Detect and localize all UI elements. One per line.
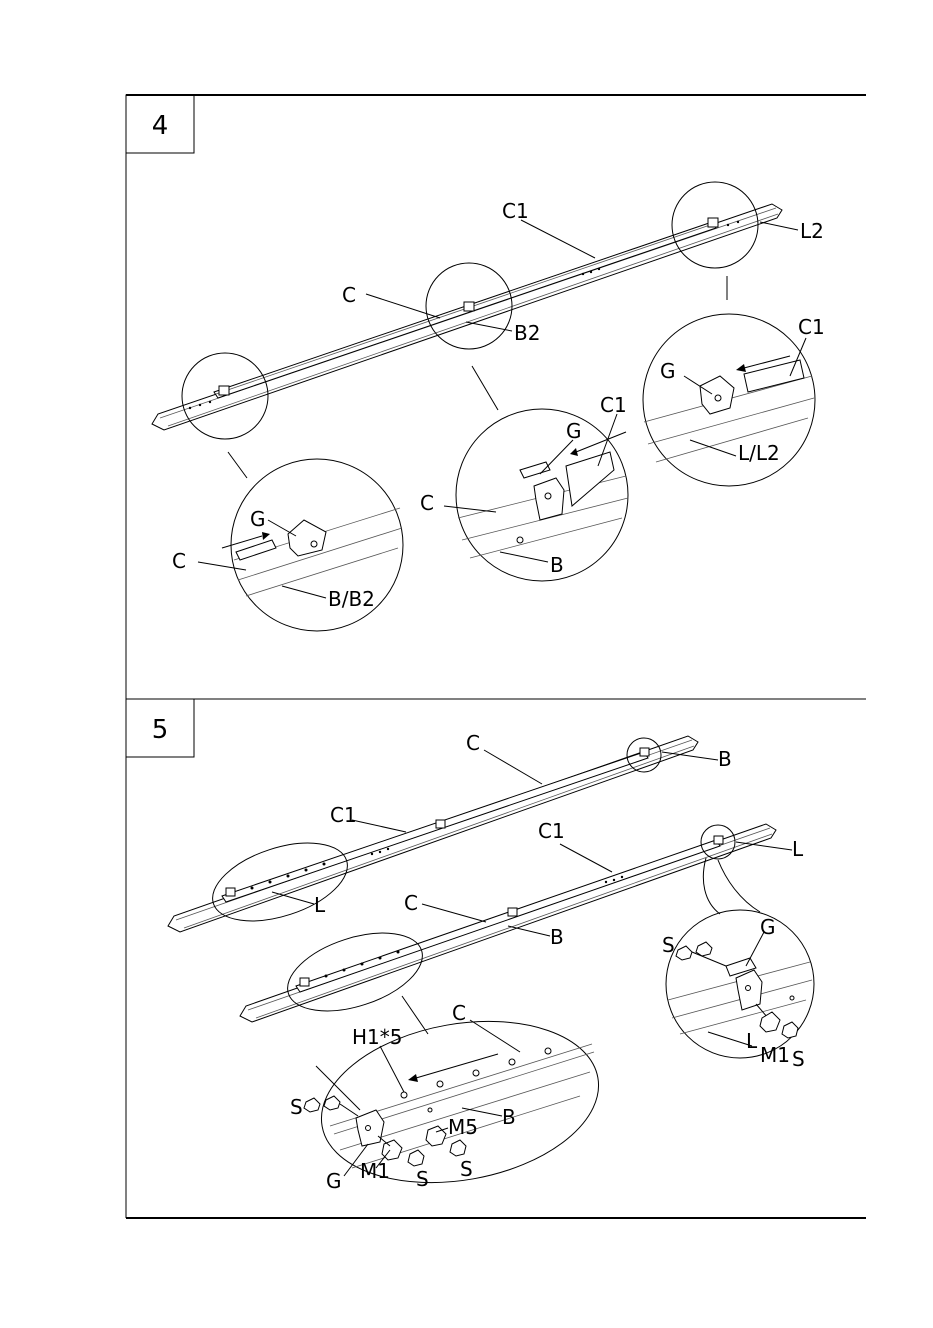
step-5-number: 5 <box>152 715 169 745</box>
label-c-left: C <box>172 549 186 573</box>
label-b-lower: B <box>550 925 564 949</box>
label-s-detail-b: S <box>460 1157 473 1181</box>
step-5-panel: 5 <box>126 699 814 1203</box>
step-4-number: 4 <box>152 111 169 141</box>
label-s-right-a: S <box>662 933 675 957</box>
label-c-detail: C <box>452 1001 466 1025</box>
label-l-right: L <box>792 837 804 861</box>
step-5-detail-right <box>666 910 814 1058</box>
label-b-top: B <box>718 747 732 771</box>
label-m1-detail: M1 <box>360 1159 390 1183</box>
label-g-right: G <box>660 359 676 383</box>
label-c-main: C <box>342 283 356 307</box>
label-g-detail: G <box>326 1169 342 1193</box>
step-4-detail-right <box>643 314 815 486</box>
label-b-mid: B <box>550 553 564 577</box>
step-4-detail-middle <box>456 409 628 581</box>
label-h1x5: H1*5 <box>352 1025 403 1049</box>
label-m1-right: M1 <box>760 1043 790 1067</box>
label-s-left: S <box>290 1095 303 1119</box>
label-c1-lower: C1 <box>538 819 565 843</box>
label-c1-main: C1 <box>502 199 529 223</box>
label-g-right: G <box>760 915 776 939</box>
label-s-right-b: S <box>792 1047 805 1071</box>
step-4-panel: 4 <box>126 95 825 631</box>
label-l-detail-right: L <box>746 1029 758 1053</box>
label-b-b2: B/B2 <box>328 587 375 611</box>
label-l-upper: L <box>314 893 326 917</box>
label-g-mid: G <box>566 419 582 443</box>
label-l-l2: L/L2 <box>738 441 780 465</box>
label-m5: M5 <box>448 1115 478 1139</box>
label-s-detail-a: S <box>416 1167 429 1191</box>
label-g-left: G <box>250 507 266 531</box>
label-c-top: C <box>466 731 480 755</box>
step-4-detail-left <box>222 459 403 631</box>
step-5-detail-bottom <box>304 1001 611 1203</box>
label-c1-upper: C1 <box>330 803 357 827</box>
label-b-detail: B <box>502 1105 516 1129</box>
label-l2: L2 <box>800 219 824 243</box>
step-4-main-rail <box>152 204 782 430</box>
step-5-upper-rail <box>168 736 698 932</box>
label-b2: B2 <box>514 321 540 345</box>
label-c1-right: C1 <box>798 315 825 339</box>
label-c-mid: C <box>420 491 434 515</box>
label-c-lower: C <box>404 891 418 915</box>
label-c1-mid: C1 <box>600 393 627 417</box>
